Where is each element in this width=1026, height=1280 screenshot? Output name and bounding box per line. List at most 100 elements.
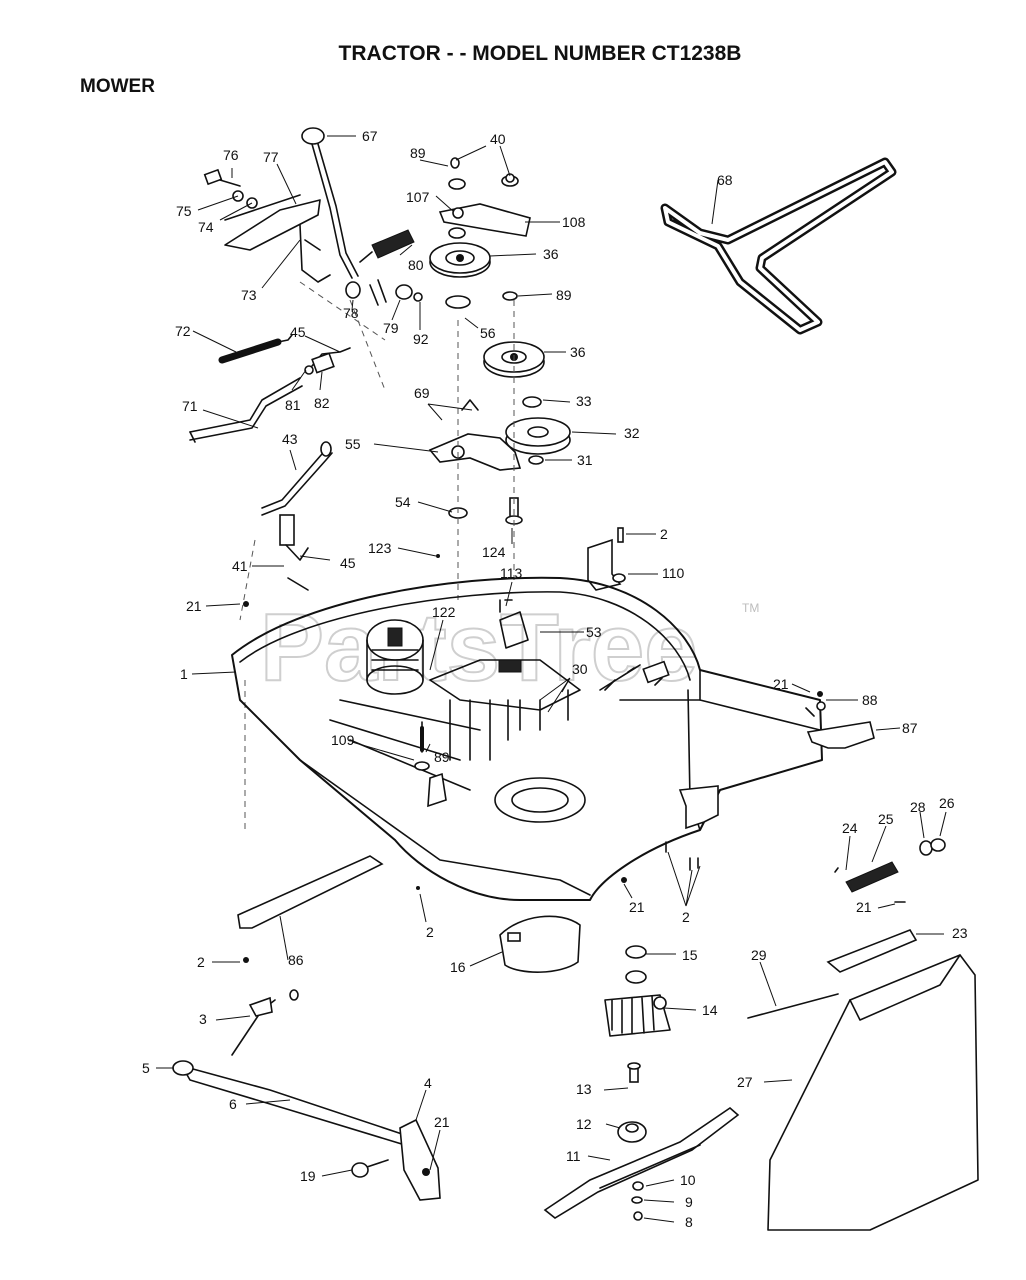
callout-21-mid: 21	[629, 899, 645, 915]
drive-belt-68	[660, 157, 897, 335]
callout-14: 14	[702, 1002, 718, 1018]
knob-28-26	[919, 838, 946, 856]
section-title: MOWER	[80, 76, 155, 97]
leader-lines	[156, 135, 947, 1223]
callout-113: 113	[500, 565, 523, 581]
callout-3: 3	[199, 1011, 207, 1027]
callout-25: 25	[878, 811, 894, 827]
callout-2-upper: 2	[660, 526, 668, 542]
callout-13: 13	[576, 1081, 592, 1097]
callout-21-bottom: 21	[434, 1114, 450, 1130]
idler-bracket-108	[438, 203, 531, 237]
callout-21-right: 21	[773, 676, 789, 692]
bracket-23	[826, 901, 918, 973]
blade-11	[543, 1106, 740, 1219]
callout-88: 88	[862, 692, 878, 708]
callout-74: 74	[198, 219, 214, 235]
callout-40: 40	[490, 131, 506, 147]
callout-122: 122	[432, 604, 456, 620]
lift-rod-71	[189, 377, 303, 443]
washers-89-40	[448, 157, 519, 239]
callout-77: 77	[263, 149, 279, 165]
bolt-13	[627, 1062, 641, 1083]
blade-hardware-10-9-8	[631, 1181, 644, 1221]
hardware-dots	[243, 554, 627, 963]
pivot-parts-78-79-92	[345, 279, 423, 306]
callout-30: 30	[572, 661, 588, 677]
pulley-36-upper	[429, 242, 491, 278]
bracket-110	[587, 527, 626, 591]
callout-69: 69	[414, 385, 430, 401]
callout-9: 9	[685, 1194, 693, 1210]
callout-124: 124	[482, 544, 506, 560]
rod-43	[239, 441, 333, 621]
callout-73: 73	[241, 287, 257, 303]
handle-grip-80	[359, 229, 415, 263]
grille-25	[834, 861, 899, 893]
callout-2-right: 2	[682, 909, 690, 925]
callout-2-left: 2	[197, 954, 205, 970]
callout-6: 6	[229, 1096, 237, 1112]
page-title: TRACTOR - - MODEL NUMBER CT1238B	[339, 42, 742, 65]
baffle-86	[237, 855, 384, 929]
deck-idler-parts	[429, 599, 581, 761]
callout-4: 4	[424, 1075, 432, 1091]
spring-72	[218, 334, 293, 364]
callout-71: 71	[182, 398, 198, 414]
callout-78: 78	[343, 305, 359, 321]
nut-33	[522, 396, 542, 408]
callout-89-lower: 89	[434, 749, 450, 765]
callout-54: 54	[395, 494, 411, 510]
callout-41: 41	[232, 558, 248, 574]
callout-43: 43	[282, 431, 298, 447]
washers-56-89	[445, 291, 518, 309]
callout-45-lower: 45	[340, 555, 356, 571]
callout-8: 8	[685, 1214, 693, 1230]
callout-80: 80	[408, 257, 424, 273]
callout-53: 53	[586, 624, 602, 640]
callout-72: 72	[175, 323, 191, 339]
callout-1: 1	[180, 666, 188, 682]
callout-31: 31	[577, 452, 593, 468]
watermark: PartsTree	[260, 594, 698, 701]
callout-36-upper: 36	[543, 246, 559, 262]
callout-107: 107	[406, 189, 430, 205]
lift-lever-assembly	[224, 127, 386, 391]
callout-76: 76	[223, 147, 239, 163]
washer-31	[528, 455, 544, 465]
callout-24: 24	[842, 820, 858, 836]
watermark-tm: TM	[742, 601, 759, 615]
discharge-chute-27	[767, 954, 979, 1231]
bolt-76	[203, 168, 258, 209]
callout-33: 33	[576, 393, 592, 409]
pulley-32	[505, 417, 571, 455]
callout-5: 5	[142, 1060, 150, 1076]
link-45-upper	[304, 347, 351, 375]
callout-21-chute: 21	[856, 899, 872, 915]
shaft-29	[747, 993, 839, 1019]
callout-2-mid: 2	[426, 924, 434, 940]
spacer-16	[499, 915, 581, 973]
bracket-41	[279, 514, 309, 591]
callout-32: 32	[624, 425, 640, 441]
blade-adapter-12	[617, 1121, 647, 1143]
callout-27: 27	[737, 1074, 753, 1090]
bolt-109	[414, 721, 447, 808]
callout-55: 55	[345, 436, 361, 452]
callout-11: 11	[566, 1148, 581, 1164]
callout-29: 29	[751, 947, 767, 963]
callout-108: 108	[562, 214, 586, 230]
callout-67: 67	[362, 128, 378, 144]
callout-68: 68	[717, 172, 733, 188]
bracket-87	[805, 691, 875, 749]
callout-45-upper: 45	[290, 324, 306, 340]
callout-28: 28	[910, 799, 926, 815]
callout-10: 10	[680, 1172, 696, 1188]
idler-arm-55	[428, 399, 522, 471]
callout-36-lower: 36	[570, 344, 586, 360]
callout-79: 79	[383, 320, 399, 336]
callout-89-top: 89	[410, 145, 426, 161]
callout-109: 109	[331, 732, 355, 748]
nut-15	[625, 945, 647, 984]
